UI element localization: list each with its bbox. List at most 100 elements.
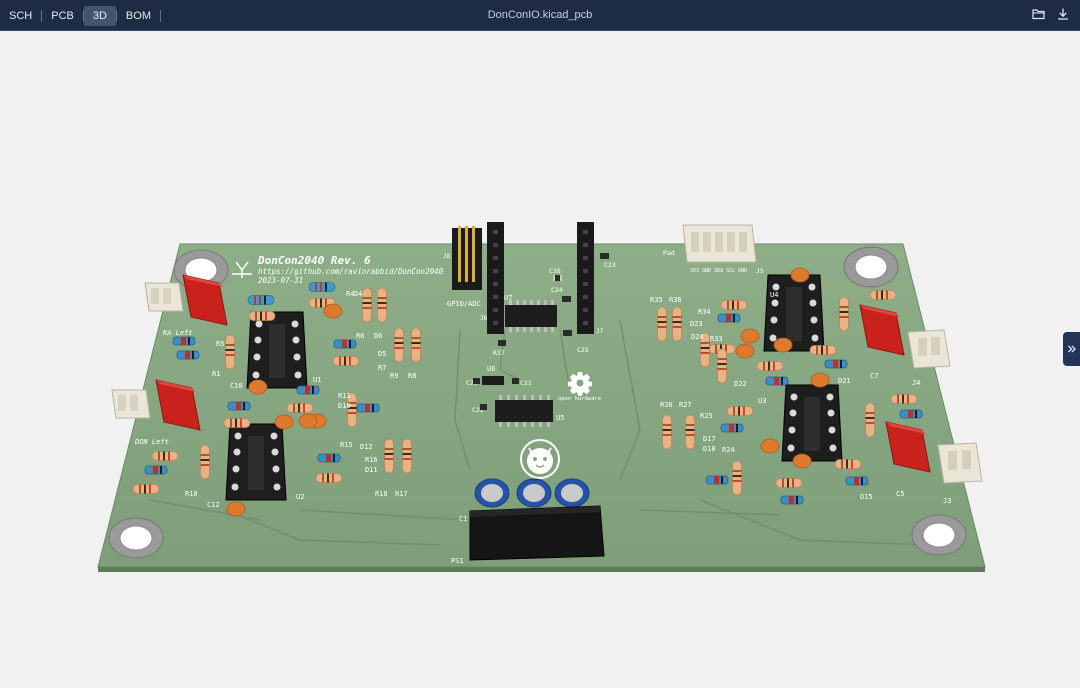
ref-r37: R37: [493, 349, 505, 357]
jst-connector-ka-left: [144, 282, 184, 312]
pin-header-j8: [452, 226, 482, 290]
power-module-ps1: [469, 505, 605, 561]
resistor: [225, 334, 235, 370]
diode: [176, 350, 200, 360]
diode: [720, 423, 744, 433]
resistor: [834, 459, 862, 469]
top-toolbar: SCH PCB 3D BOM DonConIO.kicad_pcb: [0, 0, 1080, 31]
resistor: [657, 306, 667, 342]
board-logo-icon: [232, 261, 252, 278]
ref-r10: R10: [185, 490, 198, 498]
ref-r34: R34: [698, 308, 711, 316]
tab-pcb[interactable]: PCB: [51, 9, 74, 22]
ref-r8: R8: [408, 372, 416, 380]
resistor: [286, 403, 314, 413]
pcb-3d-viewport[interactable]: DonCon2040 Rev. 6 https://github.com/rav…: [0, 31, 1080, 683]
folder-open-icon[interactable]: [1032, 7, 1046, 21]
resistor: [402, 438, 412, 474]
resistor: [869, 290, 897, 300]
view-tabs: SCH PCB 3D BOM: [0, 0, 161, 31]
resistor: [809, 345, 837, 355]
oshw-label: open hardware: [558, 396, 601, 402]
resistor: [756, 361, 784, 371]
resistor: [732, 460, 742, 496]
resistor: [151, 451, 179, 461]
ref-u1: U1: [313, 376, 321, 384]
mounting-hole: [911, 514, 967, 556]
file-title: DonConIO.kicad_pcb: [487, 9, 593, 21]
ic-socket-u3: [781, 384, 843, 462]
ic-u5: [495, 395, 553, 427]
board-url: https://github.com/ravinrabbid/DonCon204…: [258, 267, 444, 276]
mascot-logo: [520, 439, 560, 479]
ref-r4: R4: [346, 290, 354, 298]
ref-c1: C1: [459, 515, 467, 523]
ref-d21: D21: [838, 377, 851, 385]
ref-d12: D12: [360, 443, 373, 451]
jst-connector-j4: [907, 329, 951, 369]
ref-r13: R13: [338, 392, 351, 400]
tab-bom[interactable]: BOM: [125, 9, 151, 22]
label-pad: Pad: [663, 249, 675, 257]
diode: [824, 359, 848, 369]
ceramic-capacitor: [274, 414, 294, 430]
ceramic-capacitor: [792, 453, 812, 469]
ceramic-capacitor: [226, 501, 246, 517]
ic-u7: [505, 300, 557, 332]
ref-c7: C7: [870, 372, 878, 380]
diode: [172, 336, 196, 346]
ref-r33: R33: [710, 335, 723, 343]
label-ka-left: KA Left: [162, 329, 193, 337]
ref-c5: C5: [896, 490, 904, 498]
ref-d15: D15: [860, 493, 873, 501]
label-don-left: DON Left: [134, 438, 169, 446]
label-gpio-adc: GPIO/ADC: [447, 300, 481, 308]
diode: [227, 401, 251, 411]
ref-r25: R25: [700, 412, 713, 420]
chevron-double-right-icon: [1067, 345, 1076, 353]
ref-r36: R36: [669, 296, 682, 304]
sidebar-toggle[interactable]: [1063, 332, 1080, 366]
ref-u6: U6: [487, 365, 495, 373]
resistor: [132, 484, 160, 494]
tab-separator: [82, 9, 84, 22]
ceramic-capacitor: [810, 372, 830, 388]
ref-r5: R5: [216, 340, 224, 348]
diode: [144, 465, 168, 475]
ref-c24: C24: [551, 286, 563, 294]
ref-j5: J5: [756, 267, 764, 275]
resistor: [726, 406, 754, 416]
resistor: [223, 418, 251, 428]
download-icon[interactable]: [1056, 7, 1070, 21]
ceramic-capacitor: [790, 267, 810, 283]
ref-r26: R26: [660, 401, 673, 409]
ceramic-capacitor: [323, 303, 343, 319]
ref-d4: D4: [354, 290, 362, 298]
ceramic-capacitor: [740, 328, 760, 344]
electrolytic-capacitors: [474, 478, 590, 508]
tab-sch[interactable]: SCH: [9, 9, 33, 22]
resistor: [332, 356, 360, 366]
pcb-3d-render[interactable]: DonCon2040 Rev. 6 https://github.com/rav…: [0, 31, 1080, 683]
ref-r6: R6: [356, 332, 364, 340]
diode: [845, 476, 869, 486]
resistor: [394, 327, 404, 363]
ref-r1: R1: [212, 370, 220, 378]
tab-3d[interactable]: 3D: [83, 5, 116, 26]
resistor: [411, 327, 421, 363]
ref-c23: C23: [604, 261, 616, 269]
ic-socket-u1: [246, 311, 308, 389]
diode: [317, 453, 341, 463]
ref-d23: D23: [690, 320, 703, 328]
ic-u6: [482, 376, 504, 385]
pad-pin-labels: 3V3 GND SDA SCL GND: [690, 268, 747, 274]
ic-socket-u4: [763, 274, 825, 352]
ref-d5: D5: [378, 350, 386, 358]
diode: [780, 495, 804, 505]
ref-r35: R35: [650, 296, 663, 304]
resistor: [720, 300, 748, 310]
ref-u7: U7: [504, 294, 512, 302]
resistor: [200, 444, 210, 480]
ref-u2: U2: [296, 493, 304, 501]
resistor: [362, 287, 372, 323]
